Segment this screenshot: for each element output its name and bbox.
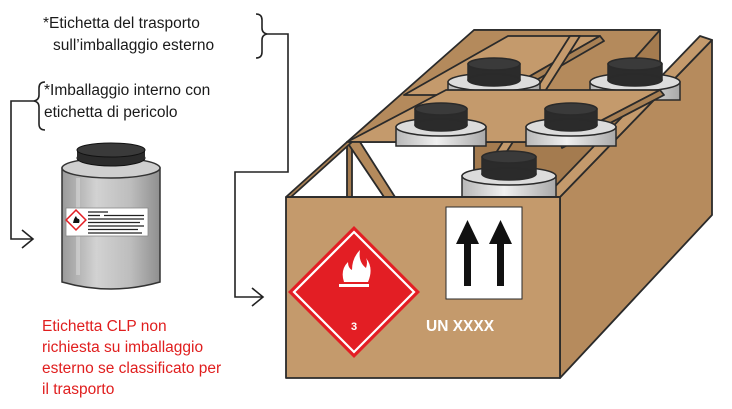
transport-label-connector xyxy=(234,13,289,307)
bottles-middle-row xyxy=(395,102,617,147)
placard-class-number: 3 xyxy=(351,321,357,333)
clp-note-line3: esterno se classificato per xyxy=(42,360,222,377)
inner-pack-text-line2: etichetta di pericolo xyxy=(44,104,178,121)
bottle-middle-right xyxy=(525,102,617,147)
up-arrows-icon xyxy=(445,206,523,300)
bottle-front xyxy=(461,150,557,198)
clp-note-line4: il trasporto xyxy=(42,381,115,398)
un-number-text: UN XXXX xyxy=(426,318,495,335)
inner-pack-connector xyxy=(10,81,46,249)
clp-note-line1: Etichetta CLP non xyxy=(42,318,167,335)
transport-label-text-line1: *Etichetta del trasporto xyxy=(43,15,200,32)
clp-note-line2: richiesta su imballaggio xyxy=(42,339,204,356)
front-partitions xyxy=(346,141,396,198)
transport-label-text-line2: sull’imballaggio esterno xyxy=(53,37,215,54)
ghs-flame-pictogram xyxy=(65,209,87,231)
class-3-flammable-placard: 3 xyxy=(288,226,420,358)
inner-pack-text-line1: *Imballaggio interno con xyxy=(44,82,211,99)
bottle-middle-left xyxy=(395,102,487,147)
flame-icon xyxy=(339,250,371,287)
clp-hazard-label xyxy=(65,207,149,237)
